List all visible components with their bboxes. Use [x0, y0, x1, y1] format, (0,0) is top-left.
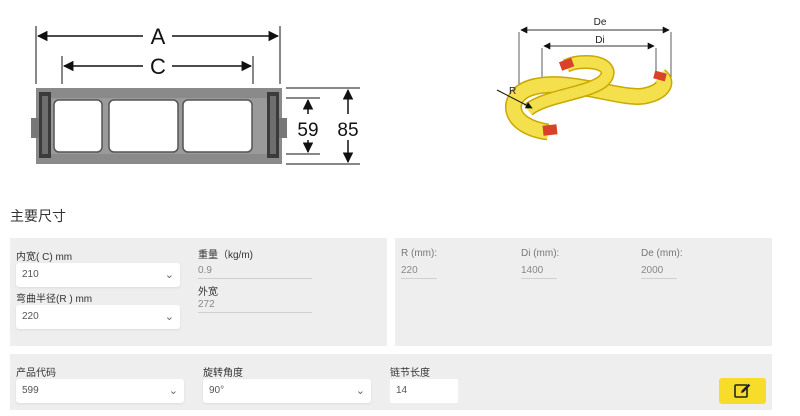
diagram-area: A C 59 85	[0, 0, 800, 190]
edit-button[interactable]	[719, 378, 766, 404]
outer-width-label: 外宽	[198, 287, 218, 298]
de-label: De (mm):	[641, 248, 683, 259]
r-label: R (mm):	[401, 248, 438, 259]
de-value: 2000	[641, 264, 677, 279]
bend-de-label: De	[594, 17, 607, 28]
bend-dimensions-panel: R (mm): 220 Di (mm): 1400 De (mm): 2000	[395, 238, 772, 346]
di-label: Di (mm):	[521, 248, 560, 259]
link-length-input[interactable]: 14	[390, 379, 458, 403]
section-title: 主要尺寸	[10, 208, 66, 224]
chevron-down-icon: ⌄	[355, 385, 365, 397]
di-value: 1400	[521, 264, 557, 279]
weight-value: 0.9	[198, 264, 312, 279]
r-value: 220	[401, 264, 437, 279]
dim-a-label: A	[151, 24, 166, 49]
chevron-down-icon: ⌄	[164, 269, 174, 281]
bend-radius-value: 220	[22, 311, 39, 322]
outer-width-value: 272	[198, 298, 312, 313]
bend-radius-label: 弯曲半径(R ) mm	[16, 294, 93, 305]
bend-diagram: De Di R	[496, 17, 673, 141]
bend-di-label: Di	[595, 35, 604, 46]
inner-width-select[interactable]: 210 ⌄	[16, 263, 180, 287]
weight-label: 重量（kg/m)	[198, 250, 253, 261]
dim-c-label: C	[150, 54, 166, 79]
product-code-value: 599	[22, 385, 39, 396]
product-code-label: 产品代码	[16, 368, 56, 379]
rotation-angle-label: 旋转角度	[203, 368, 243, 379]
bend-radius-select[interactable]: 220 ⌄	[16, 305, 180, 329]
inner-width-value: 210	[22, 269, 39, 280]
chevron-down-icon: ⌄	[168, 385, 178, 397]
rotation-angle-value: 90°	[209, 385, 225, 396]
inner-width-label: 内宽( C) mm	[16, 252, 73, 263]
dim-inner-height-label: 59	[297, 120, 318, 141]
product-code-select[interactable]: 599 ⌄	[16, 379, 184, 403]
rotation-angle-select[interactable]: 90° ⌄	[203, 379, 371, 403]
chevron-down-icon: ⌄	[164, 311, 174, 323]
product-config-panel: 产品代码 599 ⌄ 旋转角度 90° ⌄ 链节长度 14	[10, 354, 772, 410]
edit-icon	[733, 383, 750, 398]
dim-outer-height-label: 85	[337, 120, 358, 141]
dimension-input-panel: 内宽( C) mm 210 ⌄ 弯曲半径(R ) mm 220 ⌄ 重量（kg/…	[10, 238, 387, 346]
bend-r-label: R	[509, 86, 516, 97]
link-length-label: 链节长度	[390, 368, 430, 379]
cross-section-diagram: A C 59 85	[31, 17, 673, 165]
